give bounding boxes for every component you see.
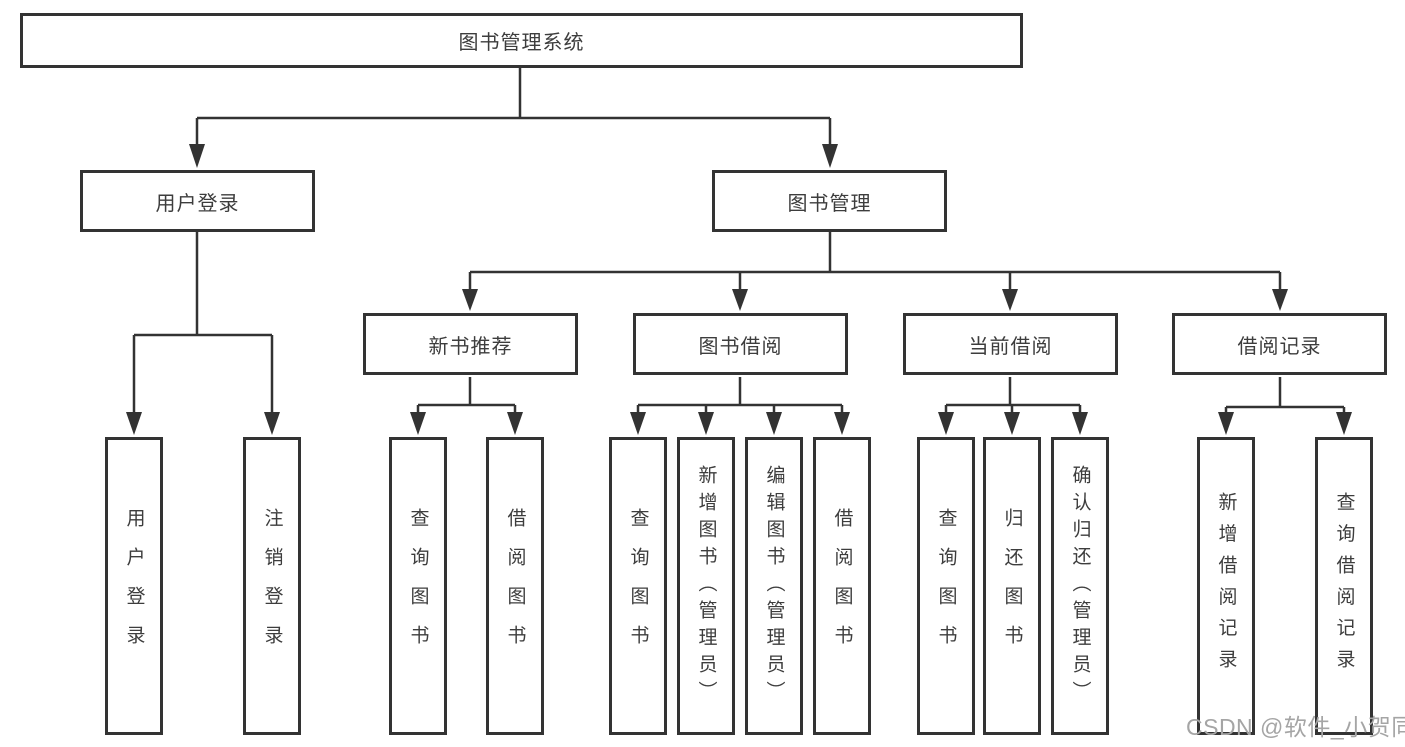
leaf-label: 查询图书: [627, 508, 649, 664]
leaf-label: 新增图书（管理员）: [695, 464, 717, 708]
leaf-label: 查询借阅记录: [1333, 491, 1355, 681]
leaf-query-borrow-record: 查询借阅记录: [1315, 437, 1373, 735]
leaf-label: 查询图书: [935, 508, 957, 664]
watermark: CSDN @软件_小贺同学: [1186, 714, 1405, 740]
leaf-edit-book-admin: 编辑图书（管理员）: [745, 437, 803, 735]
node-label: 当前借阅: [968, 335, 1053, 358]
node-user-login: 用户登录: [80, 170, 315, 232]
leaf-label: 注销登录: [261, 508, 283, 664]
leaf-logout: 注销登录: [243, 437, 301, 735]
leaf-query-books-current: 查询图书: [917, 437, 975, 735]
leaf-query-books-borrow: 查询图书: [609, 437, 667, 735]
leaf-add-book-admin: 新增图书（管理员）: [677, 437, 735, 735]
leaf-return-book: 归还图书: [983, 437, 1041, 735]
node-borrow-records: 借阅记录: [1172, 313, 1387, 375]
leaf-label: 编辑图书（管理员）: [763, 464, 785, 708]
node-new-book-recommend: 新书推荐: [363, 313, 578, 375]
node-label: 新书推荐: [428, 335, 513, 358]
node-book-management: 图书管理: [712, 170, 947, 232]
node-label: 图书管理系统: [458, 32, 585, 54]
node-label: 图书管理: [787, 192, 872, 215]
leaf-query-books-recommend: 查询图书: [389, 437, 447, 735]
node-label: 用户登录: [155, 192, 240, 215]
leaf-label: 归还图书: [1001, 508, 1023, 664]
leaf-borrow-books: 借阅图书: [813, 437, 871, 735]
leaf-add-borrow-record: 新增借阅记录: [1197, 437, 1255, 735]
leaf-label: 借阅图书: [831, 508, 853, 664]
node-book-borrow: 图书借阅: [633, 313, 848, 375]
leaf-label: 新增借阅记录: [1215, 491, 1237, 681]
node-current-borrow: 当前借阅: [903, 313, 1118, 375]
node-label: 借阅记录: [1237, 335, 1322, 358]
node-label: 图书借阅: [698, 335, 783, 358]
leaf-label: 用户登录: [123, 508, 145, 664]
leaf-user-login: 用户登录: [105, 437, 163, 735]
leaf-confirm-return-admin: 确认归还（管理员）: [1051, 437, 1109, 735]
leaf-label: 查询图书: [407, 508, 429, 664]
node-library-management-system: 图书管理系统: [20, 13, 1023, 68]
leaf-label: 确认归还（管理员）: [1069, 464, 1091, 708]
leaf-borrow-books-recommend: 借阅图书: [486, 437, 544, 735]
leaf-label: 借阅图书: [504, 508, 526, 664]
